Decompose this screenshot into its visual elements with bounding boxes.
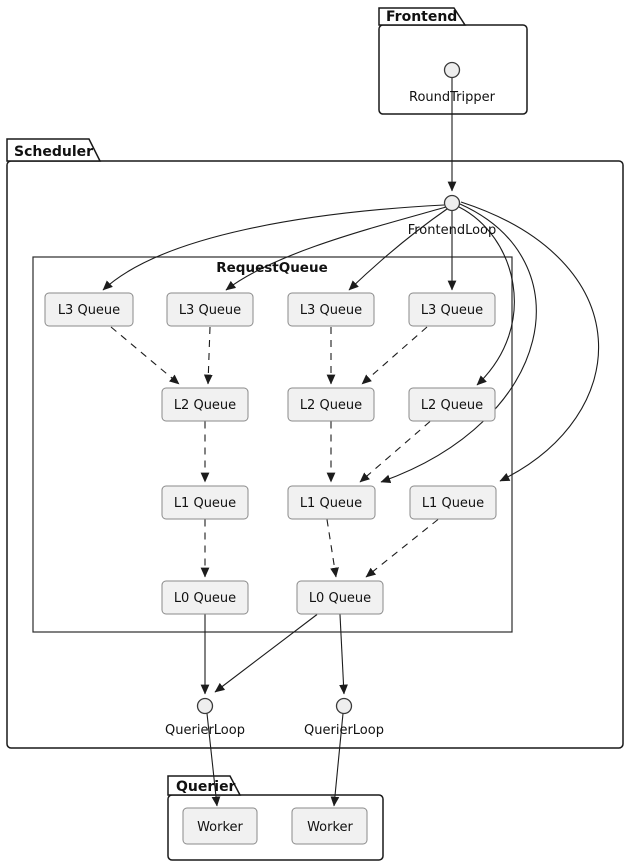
querierloop-label-2: QuerierLoop xyxy=(304,723,384,738)
scheduler-body xyxy=(6,160,624,749)
l3-queue-box-4 xyxy=(408,292,496,327)
l2-queue-label-3: L2 Queue xyxy=(421,398,483,413)
l3-queue-label-4: L3 Queue xyxy=(421,303,483,318)
worker-box-2 xyxy=(291,807,368,845)
scheduler-package-label: Scheduler xyxy=(14,144,93,160)
l0-queue-box-2 xyxy=(296,580,384,615)
l2-queue-box-3 xyxy=(408,387,496,422)
l1-queue-label-1: L1 Queue xyxy=(174,496,236,511)
request-queue-frame xyxy=(32,256,513,633)
l3-queue-box-2 xyxy=(166,292,254,327)
edge-l2-3-to-l1-2 xyxy=(359,421,431,483)
frontend-package-label: Frontend xyxy=(386,9,457,25)
l3-queue-label-1: L3 Queue xyxy=(58,303,120,318)
roundtripper-label: RoundTripper xyxy=(409,90,496,105)
querierloop-interface-circle-2 xyxy=(335,697,353,715)
l3-queue-label-2: L3 Queue xyxy=(179,303,241,318)
frontendloop-interface-circle xyxy=(443,194,461,212)
edge-l1-3-to-l0-2 xyxy=(365,519,439,578)
edge-frontendloop-to-l1-3 xyxy=(460,201,600,482)
scheduler-tab xyxy=(6,138,102,162)
edge-frontendloop-to-l1-2 xyxy=(380,203,537,483)
edge-frontendloop-to-l2-3 xyxy=(458,206,515,386)
request-queue-nodes xyxy=(44,292,497,615)
edge-frontendloop-to-l3-3 xyxy=(348,208,448,291)
querierloop-interface-circle-1 xyxy=(196,697,214,715)
l3-queue-label-3: L3 Queue xyxy=(300,303,362,318)
l3-queue-box-1 xyxy=(44,292,134,327)
l2-queue-box-1 xyxy=(161,387,249,422)
edge-l3-4-to-l2-2 xyxy=(361,326,428,385)
l0-queue-label-1: L0 Queue xyxy=(174,591,236,606)
edge-l3-1-to-l2-1 xyxy=(110,326,180,385)
l0-queue-label-2: L0 Queue xyxy=(309,591,371,606)
l1-queue-box-1 xyxy=(161,485,249,520)
worker-box-1 xyxy=(182,807,258,845)
edge-l0-2-to-querierloop-1 xyxy=(214,614,318,693)
edge-querierloop-2-to-worker-2 xyxy=(330,713,344,807)
roundtripper-interface-circle xyxy=(443,61,461,79)
package-scheduler xyxy=(6,138,624,749)
frontendloop-label: FrontendLoop xyxy=(408,223,497,238)
edge-frontendloop-to-l3-2 xyxy=(225,206,447,291)
l2-queue-label-2: L2 Queue xyxy=(300,398,362,413)
edge-frontendloop-to-l3-1 xyxy=(102,204,445,291)
l1-queue-label-3: L1 Queue xyxy=(422,496,484,511)
l2-queue-label-1: L2 Queue xyxy=(174,398,236,413)
worker-label-2: Worker xyxy=(307,820,353,835)
querier-package-label: Querier xyxy=(176,779,236,795)
request-queue-title: RequestQueue xyxy=(216,260,327,276)
edge-l3-2-to-l2-1 xyxy=(203,326,213,385)
l1-queue-box-2 xyxy=(287,485,376,520)
edge-l0-2-to-querierloop-2 xyxy=(339,614,348,695)
l3-queue-box-3 xyxy=(287,292,375,327)
l2-queue-box-2 xyxy=(287,387,375,422)
edge-l1-2-to-l0-2 xyxy=(326,519,339,578)
l1-queue-box-3 xyxy=(409,485,497,520)
l1-queue-label-2: L1 Queue xyxy=(300,496,362,511)
worker-label-1: Worker xyxy=(197,820,243,835)
frontend-tab xyxy=(378,7,467,26)
querierloop-label-1: QuerierLoop xyxy=(165,723,245,738)
edge-querierloop-1-to-worker-1 xyxy=(206,713,221,807)
l0-queue-box-1 xyxy=(161,580,249,615)
edges xyxy=(102,77,600,807)
